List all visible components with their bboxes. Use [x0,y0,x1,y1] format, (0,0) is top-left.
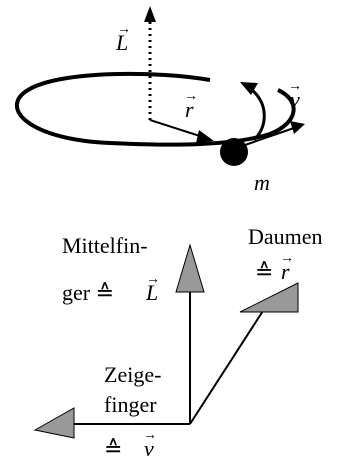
radius-label: r [185,97,194,122]
velocity-arrowhead [290,121,305,134]
thumb-arrowhead [239,282,299,313]
mass-circle [220,138,248,166]
index-vector: v [144,436,154,461]
thumb-axis [189,299,271,425]
velocity-label: v [290,87,300,112]
thumb-vector-bar: → [280,251,294,266]
mass-label: m [254,170,270,195]
orbit-diagram: L → r → m v → [14,6,305,195]
index-finger-arrowhead [33,407,75,439]
index-finger-label-line2: finger [104,392,157,417]
radius-arrowhead [196,130,214,143]
thumb-vector: r [281,259,290,284]
index-finger-label-line1: Zeige- [104,362,161,387]
angular-momentum-arrowhead [144,6,156,22]
radius-vector [149,119,207,139]
middle-finger-vector: L [145,280,158,305]
index-corresponds: ≙ [104,436,122,461]
middle-finger-arrowhead [175,243,205,293]
right-hand-rule: Mittelfin- ger ≙ L → Daumen ≙ r → Zeige-… [33,224,323,461]
angular-momentum-label: L [115,30,128,55]
middle-finger-vector-bar: → [146,272,160,287]
index-vector-bar: → [143,428,157,443]
velocity-vector-bar: → [288,79,302,94]
middle-finger-label-line1: Mittelfin- [62,233,148,258]
thumb-corresponds: ≙ [255,259,273,284]
angular-momentum-vector-bar: → [117,22,131,37]
radius-vector-bar: → [184,89,198,104]
rotation-direction-arc [250,88,266,142]
middle-finger-label-line2: ger ≙ [62,280,114,305]
velocity-vector [244,127,295,146]
rotation-direction-arrowhead [240,82,258,95]
thumb-label: Daumen [248,224,323,249]
orbit-ellipse [14,71,296,147]
